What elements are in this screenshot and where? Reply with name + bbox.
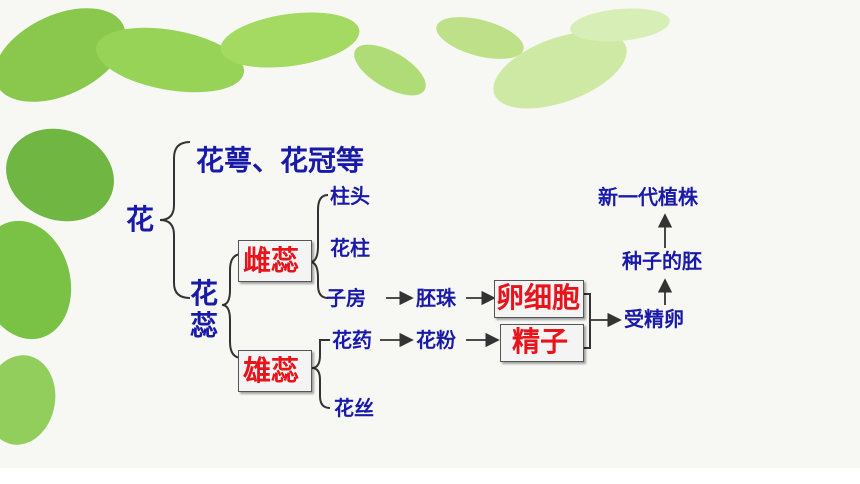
egg-cell-box: [494, 280, 584, 318]
style-label: 花柱: [330, 236, 370, 260]
egg-cell-label: 卵细胞: [496, 281, 581, 314]
sperm-label: 精子: [512, 325, 569, 358]
pistil-box: [238, 240, 312, 282]
bracket-pistil-stamen: [221, 253, 243, 359]
bracket-stamen: [311, 339, 331, 409]
pistil-label: 雌蕊: [243, 244, 300, 277]
root-label: 花: [126, 203, 155, 236]
ovule-label: 胚珠: [416, 286, 456, 310]
stamen-box: [238, 350, 312, 392]
anther-label: 花药: [332, 328, 372, 352]
sperm-box: [500, 324, 584, 362]
stamen-label: 雄蕊: [243, 354, 300, 387]
ovary-label: 子房: [326, 286, 366, 310]
stigma-label: 柱头: [330, 184, 370, 208]
bracket-fusion: [582, 293, 591, 349]
filament-label: 花丝: [334, 396, 374, 420]
new-generation-label: 新一代植株: [598, 185, 698, 209]
pistil-stamen-group-label: 花蕊: [190, 277, 219, 343]
pollen-label: 花粉: [416, 328, 456, 352]
bracket-pistil: [309, 194, 329, 299]
seed-embryo-label: 种子的胚: [622, 249, 702, 273]
bracket-root: [159, 141, 191, 299]
fertilized-egg-label: 受精卵: [624, 307, 684, 331]
sepal-petal-label: 花萼、花冠等: [196, 144, 365, 177]
